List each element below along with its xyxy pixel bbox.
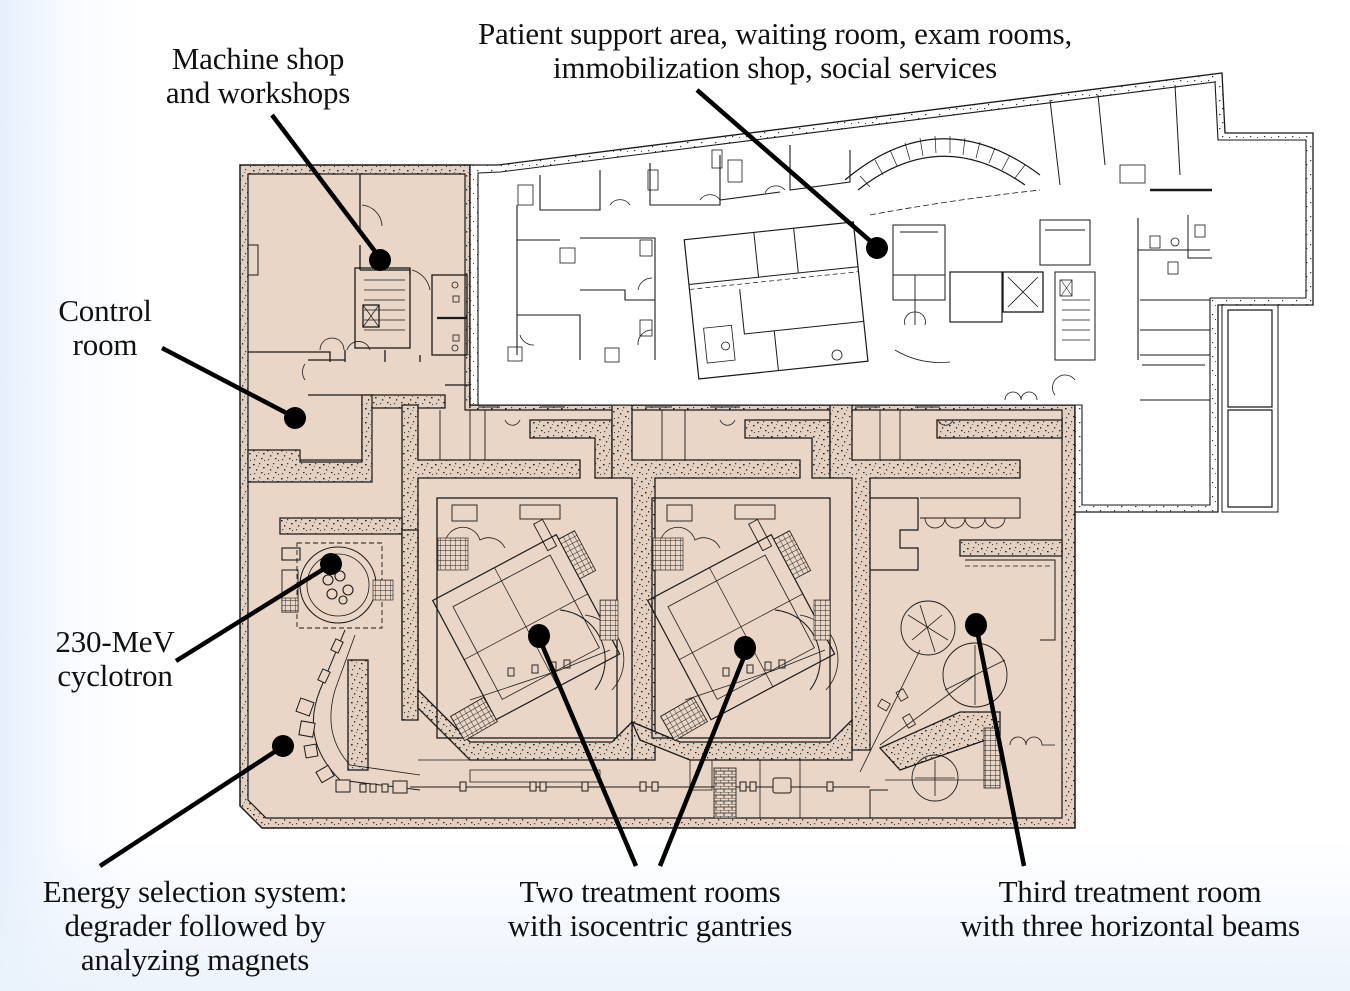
label-patient-support-line-1: Patient support area, waiting room, exam… (477, 16, 1073, 51)
label-third-room: Third treatment room with three horizont… (920, 875, 1340, 943)
cyclotron-area (281, 542, 870, 819)
gantry-room-2 (646, 497, 839, 742)
callout-third-room (965, 613, 1027, 867)
label-energy-selection-line-3: analyzing magnets (80, 942, 310, 977)
background-gradient (0, 840, 1350, 991)
callout-control-room (160, 346, 306, 429)
label-control-room-line-2: room (72, 327, 138, 362)
callout-gantry-room-1 (528, 624, 639, 867)
callout-cyclotron (174, 553, 342, 663)
callout-gantry-room-2 (657, 636, 756, 867)
label-control-room-line-1: Control (58, 293, 152, 328)
label-control-room: Control room (30, 294, 180, 362)
label-gantry-rooms-line-1: Two treatment rooms (519, 874, 781, 909)
label-cyclotron-line-2: cyclotron (57, 658, 173, 693)
callout-machine-shop (270, 113, 391, 271)
label-patient-support: Patient support area, waiting room, exam… (425, 17, 1125, 85)
label-third-room-line-2: with three horizontal beams (960, 908, 1300, 943)
callout-patient-support (695, 88, 888, 259)
patient-area-interior (477, 81, 1307, 506)
control-room-wall (247, 394, 373, 483)
shielded-corridor-doors (417, 406, 954, 460)
shield-walls (279, 404, 1063, 771)
label-patient-support-line-2: immobilization shop, social services (553, 50, 997, 85)
label-energy-selection-line-1: Energy selection system: (42, 874, 348, 909)
callouts (98, 88, 1027, 868)
gantry-room-1 (431, 497, 625, 742)
label-energy-selection-line-2: degrader followed by (64, 908, 326, 943)
label-third-room-line-1: Third treatment room (998, 874, 1262, 909)
label-gantry-rooms-line-2: with isocentric gantries (507, 908, 793, 943)
label-machine-shop-line-2: and workshops (165, 75, 351, 110)
label-cyclotron-line-1: 230-MeV (55, 624, 175, 659)
label-gantry-rooms: Two treatment rooms with isocentric gant… (470, 875, 830, 943)
fixed-beam-room (859, 497, 1056, 818)
label-energy-selection: Energy selection system: degrader follow… (10, 875, 380, 977)
label-machine-shop-line-1: Machine shop (171, 41, 345, 76)
label-cyclotron: 230-MeV cyclotron (35, 625, 195, 693)
label-machine-shop: Machine shop and workshops (143, 42, 373, 110)
patient-support-area (469, 72, 1314, 513)
callout-energy-selection (98, 735, 294, 868)
